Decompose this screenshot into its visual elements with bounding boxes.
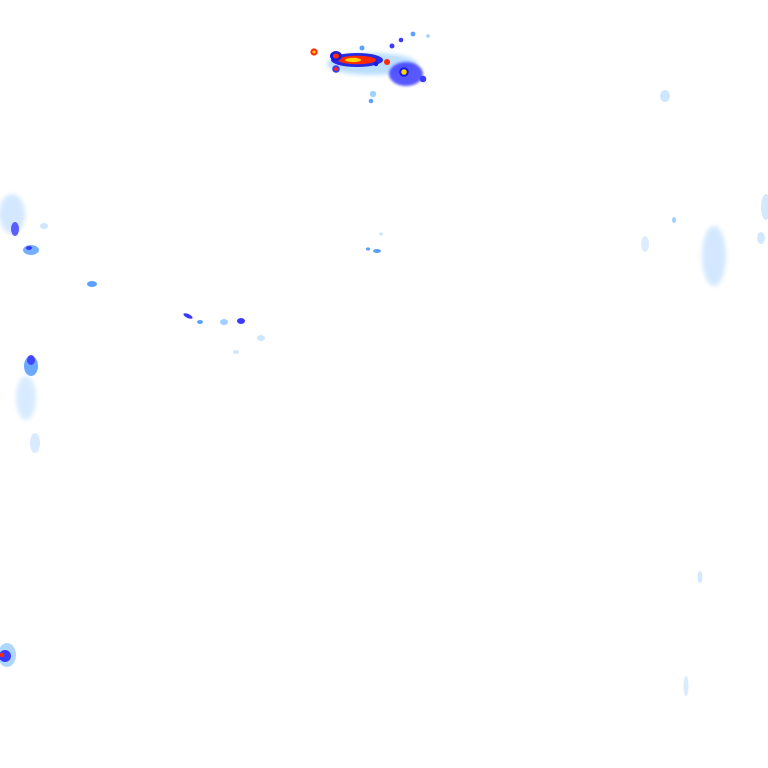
- left-edge-echoes: [0, 194, 97, 667]
- right-edge-echoes: [641, 90, 768, 696]
- center-left-streaks: [183, 232, 383, 354]
- storm-cell-top-center: [310, 31, 430, 104]
